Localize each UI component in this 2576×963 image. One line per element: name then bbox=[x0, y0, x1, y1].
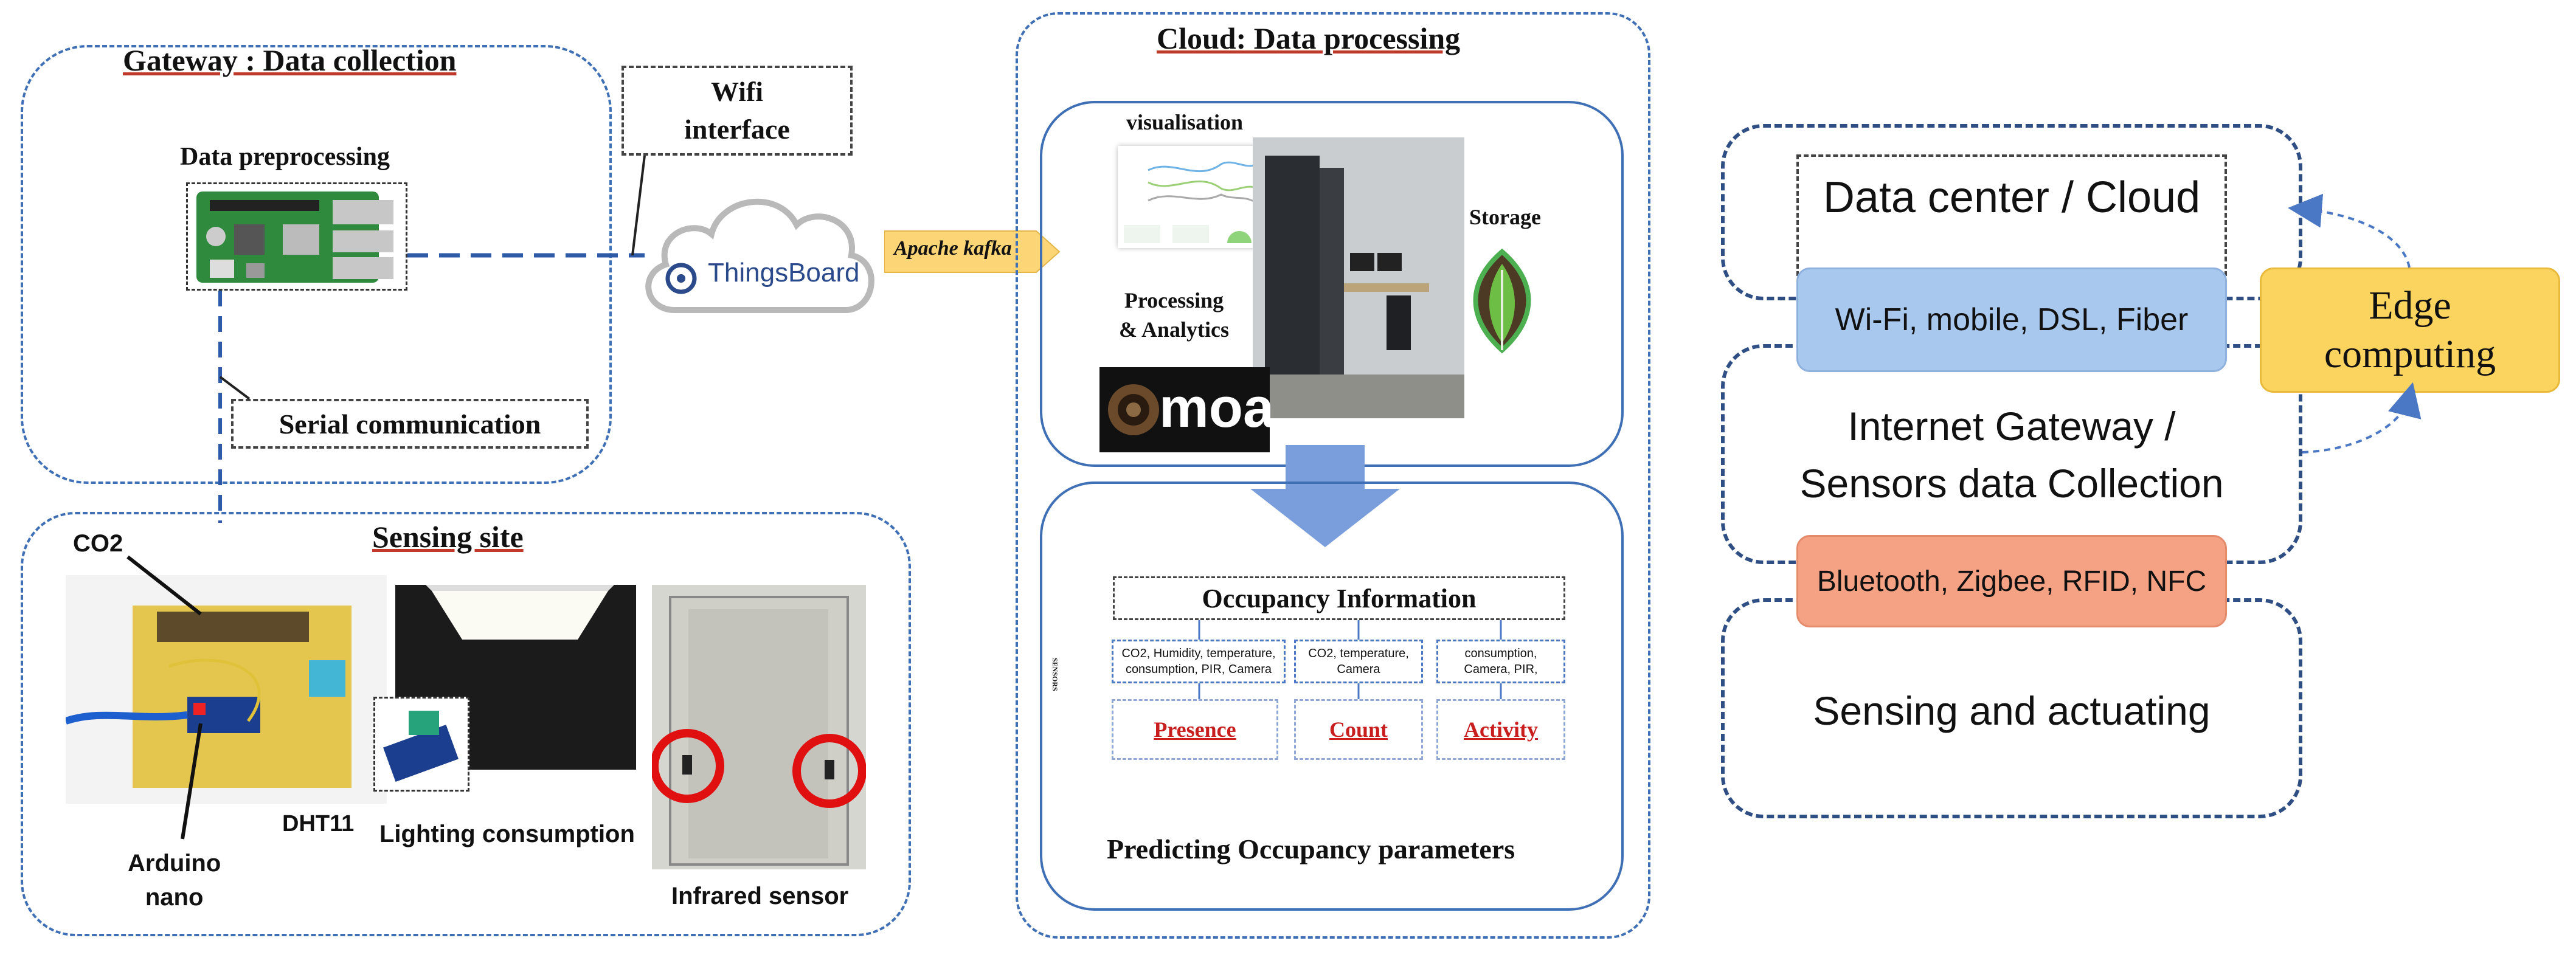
activity-sensors-line2: Camera, PIR, bbox=[1464, 663, 1538, 676]
serial-label: Serial communication bbox=[279, 408, 541, 440]
cloud-title: Cloud: Data processing bbox=[1157, 21, 1461, 55]
wan-pill: Wi-Fi, mobile, DSL, Fiber bbox=[1796, 268, 2227, 372]
door-image bbox=[650, 585, 867, 869]
processing-label-line2: & Analytics bbox=[1119, 317, 1230, 342]
arduino-label: Arduino nano bbox=[128, 846, 221, 914]
edge-line1: Edge bbox=[2369, 283, 2451, 328]
visualisation-label: visualisation bbox=[1126, 110, 1244, 134]
infrared-sensor-label: Infrared sensor bbox=[671, 883, 849, 909]
sensing-layer-label: Sensing and actuating bbox=[1813, 688, 2211, 733]
datacenter-box: Data center / Cloud bbox=[1796, 154, 2227, 276]
thingsboard-label: ThingsBoard bbox=[708, 258, 860, 288]
activity-sensors-line1: consumption, bbox=[1464, 647, 1537, 660]
gateway-group bbox=[21, 45, 612, 484]
current-sensor-image bbox=[373, 697, 469, 792]
arduino-label-line2: nano bbox=[145, 884, 204, 911]
occupancy-panel bbox=[1040, 481, 1624, 911]
dashboard-image bbox=[1118, 146, 1264, 248]
sensing-title: Sensing site bbox=[372, 520, 524, 554]
occupancy-header-box: Occupancy Information bbox=[1113, 576, 1565, 620]
co2-label: CO2 bbox=[73, 530, 123, 557]
raspberry-pi-image bbox=[186, 182, 407, 291]
occupancy-caption: Predicting Occupancy parameters bbox=[1107, 834, 1515, 865]
gateway-layer-line2: Sensors data Collection bbox=[1799, 461, 2224, 506]
sensing-site-group bbox=[21, 512, 911, 936]
storage-label: Storage bbox=[1469, 205, 1541, 229]
processing-label: Processing & Analytics bbox=[1119, 286, 1229, 344]
kafka-label: Apache kafka bbox=[894, 237, 1012, 260]
cloud-group bbox=[1016, 12, 1650, 939]
count-sensors-line2: Camera bbox=[1337, 663, 1380, 676]
moa-logo bbox=[1099, 367, 1270, 452]
edge-computing-pill: Edge computing bbox=[2260, 268, 2560, 393]
count-sensors-line1: CO2, temperature, bbox=[1308, 647, 1409, 660]
wifi-interface-box: Wifi interface bbox=[621, 66, 853, 156]
lighting-consumption-label: Lighting consumption bbox=[379, 821, 635, 847]
down-arrow bbox=[1250, 445, 1400, 547]
server-room-image bbox=[1253, 137, 1464, 418]
serial-communication-box: Serial communication bbox=[231, 399, 589, 449]
presence-output: Presence bbox=[1112, 699, 1278, 760]
processing-label-line1: Processing bbox=[1124, 288, 1224, 312]
pan-pill: Bluetooth, Zigbee, RFID, NFC bbox=[1796, 535, 2227, 627]
datacenter-label: Data center / Cloud bbox=[1823, 173, 2201, 222]
presence-sensors-box: CO2, Humidity, temperature, consumption,… bbox=[1112, 640, 1286, 683]
presence-sensors-line1: CO2, Humidity, temperature, bbox=[1121, 647, 1276, 660]
wifi-label-line1: Wifi bbox=[710, 76, 764, 107]
count-output: Count bbox=[1294, 699, 1423, 760]
moa-label: moa bbox=[1159, 377, 1275, 439]
gateway-layer-line1: Internet Gateway / bbox=[1847, 404, 2176, 449]
arduino-label-line1: Arduino bbox=[128, 850, 221, 877]
gateway-layer-label: Internet Gateway / Sensors data Collecti… bbox=[1754, 398, 2270, 512]
thingsboard-cloud bbox=[632, 176, 884, 322]
count-sensors-box: CO2, temperature, Camera bbox=[1294, 640, 1423, 683]
wifi-label-line2: interface bbox=[684, 114, 790, 145]
data-preprocessing-label: Data preprocessing bbox=[180, 143, 390, 171]
activity-output: Activity bbox=[1436, 699, 1565, 760]
edge-line2: computing bbox=[2324, 332, 2496, 376]
arduino-board-image bbox=[64, 575, 387, 804]
mongodb-leaf-icon bbox=[1455, 246, 1549, 355]
dht11-label: DHT11 bbox=[282, 811, 355, 837]
presence-sensors-line2: consumption, PIR, Camera bbox=[1125, 663, 1272, 676]
activity-sensors-box: consumption, Camera, PIR, bbox=[1436, 640, 1565, 683]
gateway-title: Gateway : Data collection bbox=[123, 43, 457, 77]
occupancy-header: Occupancy Information bbox=[1202, 583, 1477, 613]
